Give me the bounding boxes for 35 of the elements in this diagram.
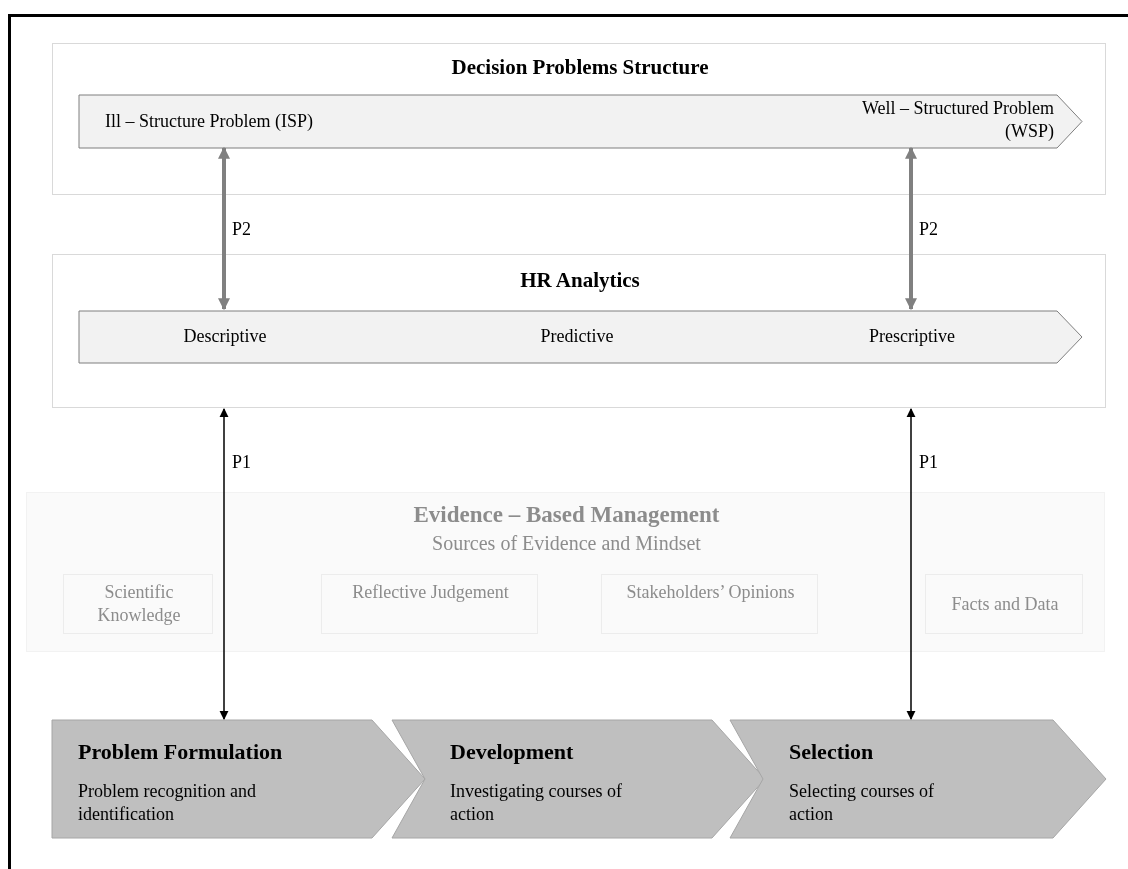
panel-title: HR Analytics [519, 267, 641, 294]
box-label: Reflective Judgement [351, 581, 510, 604]
step-description: Selecting courses of action [789, 780, 935, 825]
band-label: Predictive [539, 325, 615, 348]
panel-subtitle: Sources of Evidence and Mindset [431, 531, 702, 556]
chevron-step [392, 720, 765, 838]
double-arrow [218, 146, 230, 311]
band-label: Well – Structured Problem (WSP) [861, 97, 1054, 142]
edge-label: P2 [232, 218, 251, 241]
panel-title: Evidence – Based Management [412, 501, 721, 529]
step-title: Problem Formulation [78, 738, 284, 766]
step-title: Development [450, 738, 575, 766]
edge-label: P1 [919, 451, 938, 474]
double-arrow [905, 146, 917, 311]
panel [52, 254, 1106, 408]
double-arrow [906, 408, 916, 720]
step-description: Investigating courses of action [450, 780, 623, 825]
double-arrow [219, 408, 229, 720]
band-label: Descriptive [182, 325, 268, 348]
faded-panel [26, 492, 1105, 652]
band-label: Prescriptive [868, 325, 956, 348]
box-label: Scientific Knowledge [96, 581, 182, 626]
step-title: Selection [789, 738, 875, 766]
panel [52, 43, 1106, 195]
box-label: Facts and Data [950, 593, 1060, 616]
box-label: Stakeholders’ Opinions [625, 581, 796, 604]
panel-title: Decision Problems Structure [450, 54, 710, 81]
chevron-step [730, 720, 1106, 838]
edge-label: P1 [232, 451, 251, 474]
step-description: Problem recognition and identification [78, 780, 257, 825]
arrow-band [79, 95, 1082, 148]
band-label: Ill – Structure Problem (ISP) [105, 110, 314, 133]
edge-label: P2 [919, 218, 938, 241]
chevron-step [52, 720, 425, 838]
arrow-band [79, 311, 1082, 363]
